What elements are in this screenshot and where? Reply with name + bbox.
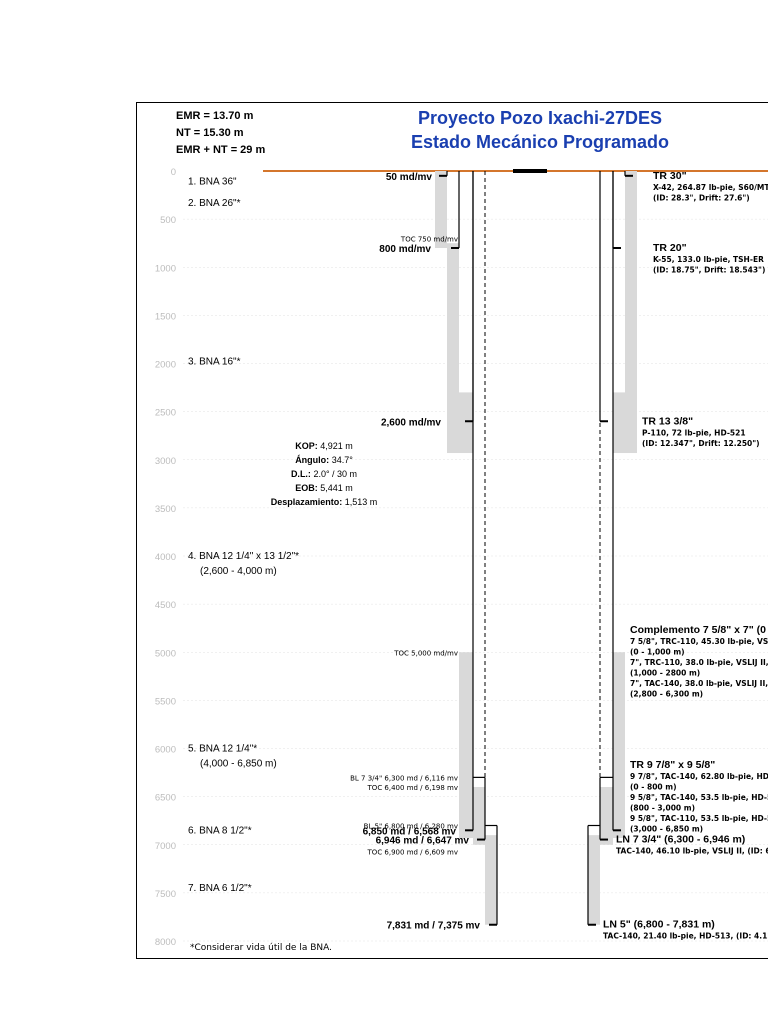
- casing-detail: (800 - 3,000 m): [630, 803, 695, 812]
- cement-tr9-right: [613, 652, 625, 839]
- depth-tick-label: 2500: [155, 408, 176, 419]
- toc-mark: TOC 6,400 md / 6,198 mv: [367, 784, 458, 792]
- casing-detail: (ID: 28.3", Drift: 27.6"): [653, 193, 750, 202]
- casing-detail: TAC-140, 46.10 lb-pie, VSLIJ II, (ID: 6.…: [616, 847, 768, 856]
- depth-tick-label: 4500: [155, 600, 176, 611]
- casing-title: TR 20": [653, 242, 687, 254]
- depth-tick-label: 3500: [155, 504, 176, 515]
- casing-detail: K-55, 133.0 lb-pie, TSH-ER: [653, 255, 764, 264]
- casing-detail: (0 - 1,000 m): [630, 648, 685, 657]
- depth-mark: 800 md/mv: [379, 244, 431, 255]
- bna-label: 6. BNA 8 1/2"*: [188, 825, 252, 836]
- depth-mark: 50 md/mv: [386, 172, 433, 183]
- casing-title: Complemento 7 5/8" x 7" (0 - 6: [630, 624, 768, 636]
- emr-nt-label: EMR + NT = 29 m: [176, 144, 266, 156]
- casing-detail: 7", TRC-110, 38.0 lb-pie, VSLIJ II, (ID:: [630, 658, 768, 667]
- toc-mark: BL 7 3/4" 6,300 md / 6,116 mv: [350, 774, 458, 782]
- bna-label: 2. BNA 26"*: [188, 198, 241, 209]
- bna-label: 4. BNA 12 1/4" x 13 1/2"*: [188, 551, 299, 562]
- cement-ln5-right: [588, 835, 600, 925]
- casing-detail: (2,800 - 6,300 m): [630, 690, 703, 699]
- toc-mark: TOC 750 md/mv: [400, 235, 458, 243]
- depth-tick-label: 1500: [155, 311, 176, 322]
- depth-tick-label: 4000: [155, 552, 176, 563]
- emr-label: EMR = 13.70 m: [176, 110, 254, 122]
- bna-label: (2,600 - 4,000 m): [200, 566, 277, 577]
- toc-mark: TOC 5,000 md/mv: [393, 649, 458, 657]
- casing-detail: 9 5/8", TAC-110, 53.5 lb-pie, HD-523 (ID: [630, 814, 768, 823]
- bna-label: 7. BNA 6 1/2"*: [188, 883, 252, 894]
- trajectory-line: EOB: 5,441 m: [295, 483, 353, 493]
- depth-tick-label: 8000: [155, 937, 176, 948]
- depth-mark: 2,600 md/mv: [381, 417, 441, 428]
- casing-title: TR 13 3/8": [642, 415, 693, 427]
- bna-label: (4,000 - 6,850 m): [200, 759, 277, 770]
- toc-mark: TOC 6,900 md / 6,609 mv: [367, 848, 458, 856]
- depth-tick-label: 2000: [155, 360, 176, 371]
- depth-tick-label: 500: [160, 215, 176, 226]
- cement-ln7-right: [600, 787, 613, 845]
- casing-detail: (1,000 - 2800 m): [630, 669, 700, 678]
- casing-detail: 7", TAC-140, 38.0 lb-pie, VSLIJ II, (ID:: [630, 679, 768, 688]
- trajectory-line: D.L.: 2.0° / 30 m: [291, 469, 357, 479]
- depth-tick-label: 6000: [155, 745, 176, 756]
- trajectory-line: Desplazamiento: 1,513 m: [271, 497, 378, 507]
- casing-detail: TAC-140, 21.40 lb-pie, HD-513, (ID: 4.12…: [603, 932, 768, 941]
- depth-tick-label: 3000: [155, 456, 176, 467]
- casing-detail: (ID: 18.75", Drift: 18.543"): [653, 266, 765, 275]
- casing-title: TR 9 7/8" x 9 5/8": [630, 759, 715, 771]
- casing-detail: (ID: 12.347", Drift: 12.250"): [642, 439, 760, 448]
- wellhead: [513, 169, 547, 173]
- depth-mark: 7,831 md / 7,375 mv: [387, 921, 481, 932]
- casing-title: TR 30": [653, 170, 687, 182]
- depth-tick-label: 7000: [155, 841, 176, 852]
- diagram-title: Proyecto Pozo Ixachi-27DES: [417, 108, 663, 128]
- toc-mark: BL 5" 6,800 md / 6,280 mv: [364, 823, 458, 831]
- depth-tick-label: 0: [171, 167, 176, 178]
- diagram-subtitle: Estado Mecánico Programado: [410, 132, 670, 152]
- depth-tick-label: 1000: [155, 263, 176, 274]
- depth-mark: 6,850 md / 6,568 mv: [363, 826, 457, 837]
- depth-tick-label: 6500: [155, 793, 176, 804]
- casing-title: LN 5" (6,800 - 7,831 m): [603, 919, 715, 931]
- casing-detail: P-110, 72 lb-pie, HD-521: [642, 428, 746, 437]
- footnote: *Considerar vida útil de la BNA.: [190, 943, 332, 953]
- cement-tr13-left: [459, 392, 473, 454]
- casing-detail: 9 5/8", TAC-140, 53.5 lb-pie, HD-523 (ID: [630, 793, 768, 802]
- bna-label: 5. BNA 12 1/4"*: [188, 744, 257, 755]
- casing-detail: 7 5/8", TRC-110, 45.30 lb-pie, VSLIJ II: [630, 637, 768, 646]
- cement-tr30-left: [435, 171, 447, 248]
- depth-mark: 6,946 md / 6,647 mv: [376, 836, 470, 847]
- bna-label: 3. BNA 16"*: [188, 357, 241, 368]
- bna-label: 1. BNA 36": [188, 177, 237, 188]
- nt-label: NT = 15.30 m: [176, 127, 244, 139]
- cement-tr20-left: [447, 243, 459, 454]
- trajectory-line: KOP: 4,921 m: [295, 441, 353, 451]
- cement-tr9-left: [459, 652, 473, 839]
- casing-detail: (3,000 - 6,850 m): [630, 824, 703, 833]
- trajectory-line: Ángulo: 34.7°: [295, 455, 353, 465]
- cement-tr20-right: [625, 243, 637, 454]
- depth-tick-label: 5000: [155, 648, 176, 659]
- casing-detail: 9 7/8", TAC-140, 62.80 lb-pie, HD-523 (: [630, 772, 768, 781]
- depth-tick-label: 5500: [155, 696, 176, 707]
- cement-tr13-right: [613, 392, 625, 454]
- cement-tr30-right: [625, 171, 637, 248]
- casing-detail: X-42, 264.87 lb-pie, S60/MT: [653, 183, 768, 192]
- depth-tick-label: 7500: [155, 889, 176, 900]
- casing-title: LN 7 3/4" (6,300 - 6,946 m): [616, 834, 745, 846]
- cement-ln5-left: [485, 835, 497, 925]
- cement-ln7-left: [473, 787, 485, 845]
- casing-detail: (0 - 800 m): [630, 782, 677, 791]
